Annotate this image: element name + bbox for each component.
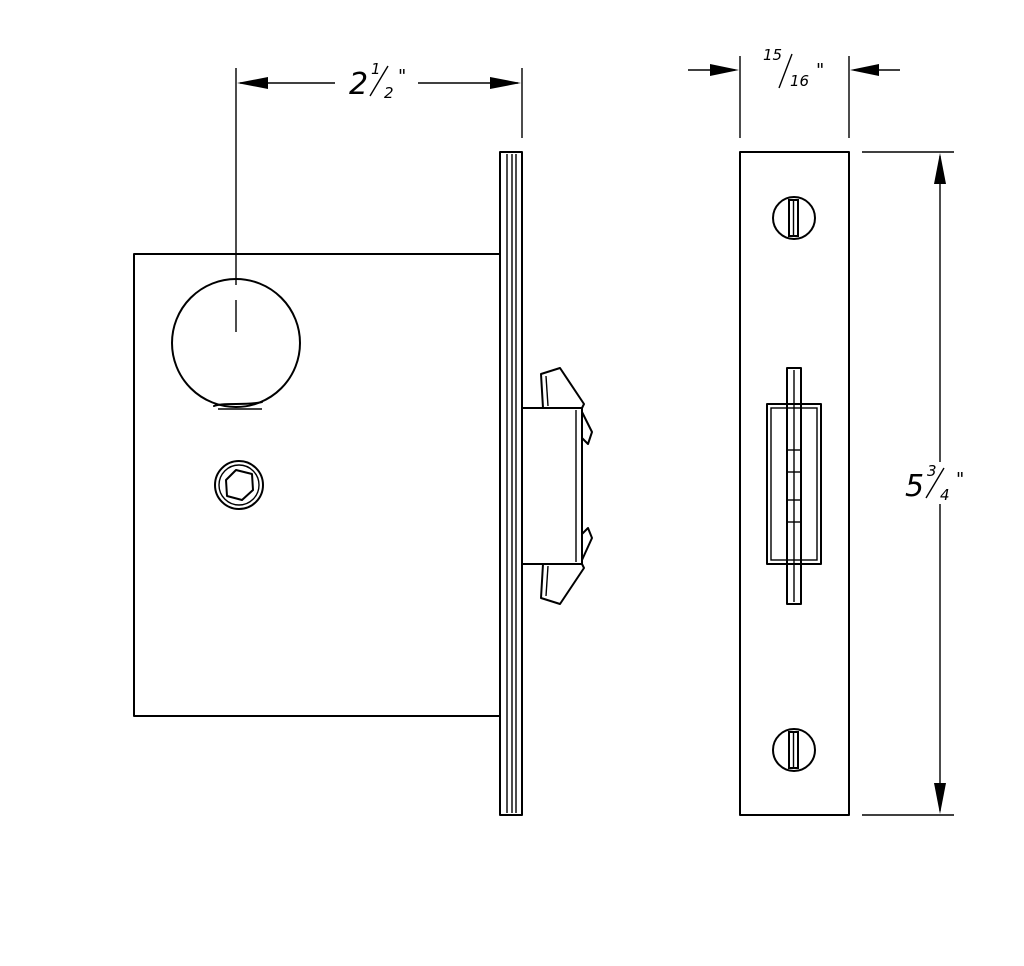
front-view [739, 151, 850, 816]
arrow-right [710, 64, 739, 76]
backset-dimension: 2 1 2 " [235, 60, 523, 285]
arrow-left [237, 77, 268, 89]
faceplate-width-dimension: 15 16 " [688, 46, 900, 138]
cylinder-bore-icon [171, 278, 301, 410]
height-unit-mark: " [956, 469, 964, 490]
backset-fraction-bar [369, 65, 389, 97]
lock-body-case [133, 253, 501, 717]
slotted-screw-icon [772, 728, 816, 772]
height-numerator: 3 [927, 462, 937, 480]
arrow-left [850, 64, 879, 76]
faceplate-height-dimension: 5 3 4 " [862, 151, 964, 816]
height-denominator: 4 [940, 486, 950, 504]
backset-unit-mark: " [398, 66, 406, 87]
arrow-up [934, 153, 946, 184]
backset-numerator: 1 [371, 60, 381, 78]
width-fraction-bar [778, 53, 793, 89]
latch-opening [766, 367, 822, 605]
height-fraction-bar [925, 467, 945, 499]
height-whole: 5 [905, 469, 924, 504]
faceplate-front [739, 151, 850, 816]
width-numerator: 15 [763, 46, 782, 64]
backset-denominator: 2 [384, 84, 394, 102]
arrow-down [934, 783, 946, 814]
width-unit-mark: " [816, 60, 824, 81]
latch-hook-lower [540, 527, 593, 605]
latch-housing [521, 407, 583, 565]
slotted-screw-icon [772, 196, 816, 240]
arrow-right [490, 77, 521, 89]
hex-spindle-hole-icon [214, 460, 264, 510]
backset-whole: 2 [349, 67, 368, 102]
faceplate-side-outer [499, 151, 523, 816]
side-view [133, 151, 593, 816]
width-denominator: 16 [790, 72, 809, 90]
latch-hook-upper [540, 367, 593, 445]
